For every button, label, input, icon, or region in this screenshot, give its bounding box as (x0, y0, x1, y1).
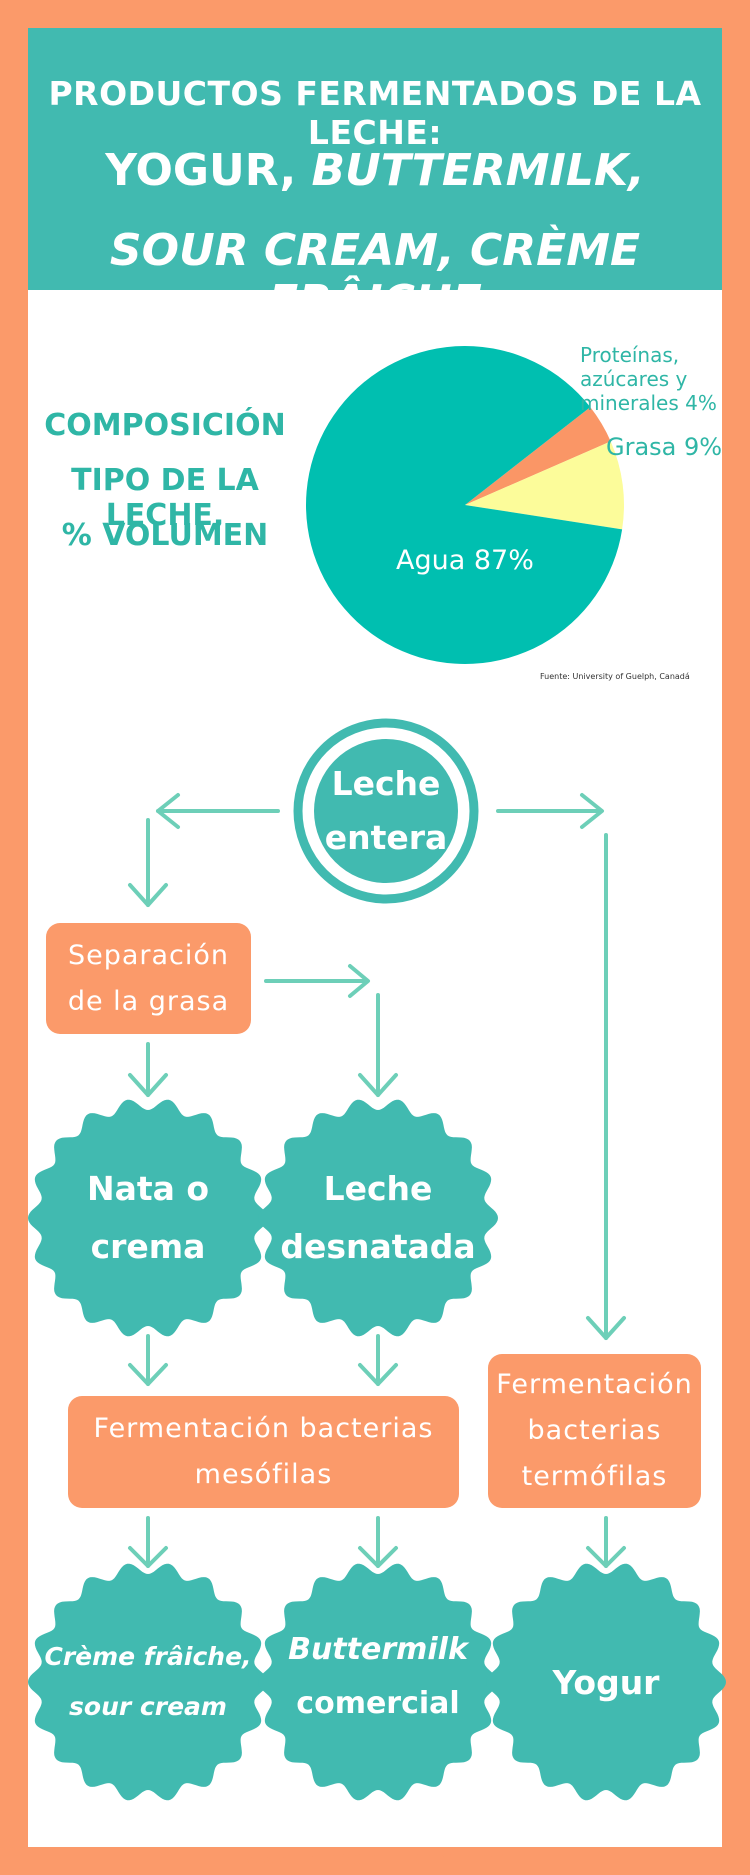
whole-milk-circle (314, 739, 458, 883)
pie-slice-fat (465, 441, 624, 530)
skim-milk-label: Leche desnatada (280, 1158, 475, 1278)
footer-url: www.invitadoinvierno.com (243, 1848, 507, 1870)
title-line-1: PRODUCTOS FERMENTADOS DE LA LECHE: (48, 74, 702, 152)
creme-fraiche-badge (28, 1563, 268, 1801)
title-yogur: YOGUR, (105, 145, 312, 196)
arrow-mesophilic-to-creme (128, 1516, 168, 1568)
buttermilk-badge (258, 1563, 498, 1801)
flow-arrows (128, 793, 626, 1568)
fat-separation-box: Separación de la grasa (46, 923, 251, 1034)
thermophilic-line-3: termófilas (521, 1461, 668, 1492)
title-line-2: YOGUR, BUTTERMILK, (28, 145, 722, 196)
creme-fraiche-line-1: Crème frâiche, (44, 1642, 252, 1671)
composition-title-3: % VOLUMEN (61, 518, 269, 553)
arrow-mesophilic-to-buttermilk (358, 1516, 398, 1568)
buttermilk-line-2: comercial (296, 1686, 460, 1721)
whole-milk-line-2: entera (324, 818, 448, 857)
title-buttermilk: BUTTERMILK, (311, 145, 645, 196)
yogurt-label: Yogur (552, 1662, 660, 1702)
milk-composition-pie (306, 345, 624, 664)
mesophilic-line-2: mesófilas (194, 1459, 333, 1490)
buttermilk-label: Buttermilk comercial (284, 1622, 472, 1732)
thermophilic-line-2: bacterias (527, 1415, 662, 1446)
arrow-skim-to-mesophilic (358, 1334, 398, 1386)
pie-label-proteins: Proteínas, azúcares y minerales 4% (580, 343, 730, 415)
cream-line-2: crema (90, 1227, 206, 1266)
skim-milk-badge (258, 1099, 498, 1337)
whole-milk-label: Leche entera (314, 761, 458, 861)
pie-label-proteins-line-2: azúcares y (580, 367, 688, 391)
pie-label-fat: Grasa 9% (606, 433, 723, 461)
mesophilic-line-1: Fermentación bacterias (93, 1413, 434, 1444)
pie-slice-water (306, 345, 623, 664)
fat-separation-line-2: de la grasa (67, 985, 230, 1017)
thermophilic-line-1: Fermentación (496, 1369, 693, 1400)
arrow-separation-to-skim (264, 964, 398, 1097)
whole-milk-line-1: Leche (331, 764, 441, 803)
thermophilic-fermentation-box: Fermentación bacterias termófilas (488, 1354, 701, 1508)
arrow-cream-to-mesophilic (128, 1334, 168, 1386)
composition-title-2: TIPO DE LA LECHE, (71, 463, 259, 533)
arrow-left-branch (128, 793, 280, 907)
cream-label: Nata o crema (60, 1158, 236, 1278)
fat-separation-line-1: Separación (67, 939, 230, 971)
arrow-separation-to-cream (128, 1042, 168, 1097)
arrow-thermophilic-to-yogurt (586, 1516, 626, 1568)
skim-milk-line-1: Leche (323, 1169, 433, 1208)
buttermilk-line-1: Buttermilk (288, 1632, 468, 1667)
yogurt-badge (486, 1563, 726, 1801)
cream-line-1: Nata o (86, 1169, 210, 1208)
title-line-3: SOUR CREAM, CRÈME FRÂICHE (109, 225, 641, 327)
header-banner: PRODUCTOS FERMENTADOS DE LA LECHE: YOGUR… (28, 28, 722, 327)
pie-slice-proteins (465, 407, 611, 505)
creme-fraiche-line-2: sour cream (69, 1692, 227, 1721)
pie-label-water: Agua 87% (396, 545, 534, 576)
creme-fraiche-label: Crème frâiche, sour cream (44, 1632, 252, 1732)
arrow-right-branch (496, 793, 626, 1340)
composition-title-1: COMPOSICIÓN (44, 408, 286, 443)
skim-milk-line-2: desnatada (280, 1227, 476, 1266)
pie-label-proteins-line-3: minerales 4% (580, 391, 717, 415)
mesophilic-fermentation-box: Fermentación bacterias mesófilas (68, 1396, 459, 1508)
cream-badge (28, 1099, 268, 1337)
pie-label-proteins-line-1: Proteínas, (580, 343, 680, 367)
source-note: Fuente: University of Guelph, Canadá (540, 672, 690, 681)
